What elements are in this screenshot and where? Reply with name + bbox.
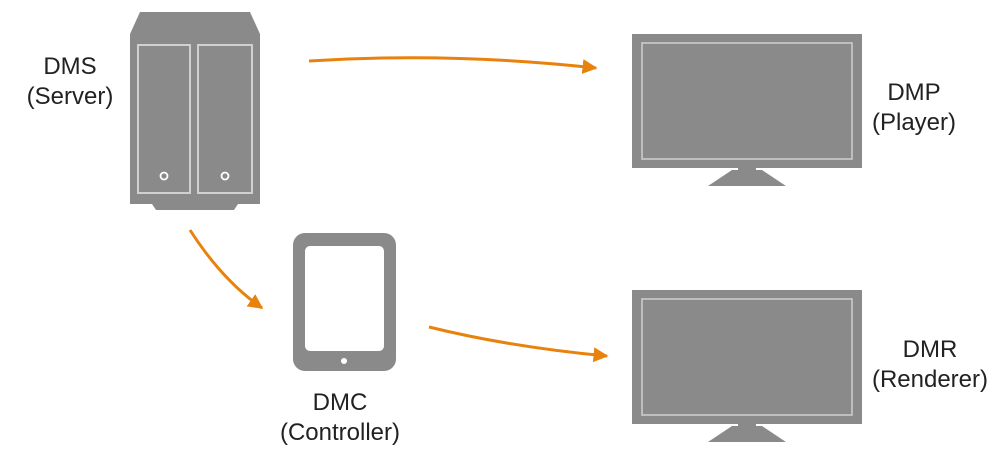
monitor-body <box>632 290 862 424</box>
tablet-home-button <box>341 358 347 364</box>
monitor-icon <box>632 290 862 442</box>
tablet-icon <box>293 233 396 371</box>
dmp-role: (Player) <box>871 109 956 136</box>
nas-server-icon <box>130 12 260 210</box>
dms-role: (Server) <box>26 83 114 110</box>
server-roof <box>130 12 260 34</box>
dmc-name: DMC <box>312 389 368 416</box>
monitor-icon <box>632 34 862 186</box>
arrow-dms-to-dmp <box>308 56 598 74</box>
dmr-label: DMR (Renderer) <box>868 335 992 395</box>
monitor-screen-outline <box>641 42 853 160</box>
arrow-dmc-to-dmr <box>428 325 609 363</box>
server-led-right <box>220 171 230 181</box>
dmc-role: (Controller) <box>279 419 401 446</box>
monitor-body <box>632 34 862 168</box>
monitor-neck <box>738 424 756 427</box>
dms-label: DMS (Server) <box>20 52 120 112</box>
dmp-label: DMP (Player) <box>862 78 966 138</box>
server-foot <box>152 204 238 210</box>
dmc-label: DMC (Controller) <box>270 388 410 448</box>
dmr-name: DMR <box>902 336 958 363</box>
arrow-dms-to-dmc <box>188 229 264 310</box>
monitor-stand <box>708 170 786 186</box>
monitor-neck <box>738 168 756 171</box>
monitor-screen-outline <box>641 298 853 416</box>
dms-name: DMS <box>43 53 97 80</box>
server-body <box>130 34 260 204</box>
server-bay-left <box>137 44 191 194</box>
server-led-left <box>159 171 169 181</box>
dmr-role: (Renderer) <box>871 366 989 393</box>
monitor-stand <box>708 426 786 442</box>
dmp-name: DMP <box>887 79 941 106</box>
tablet-screen <box>305 246 384 351</box>
server-bay-right <box>197 44 253 194</box>
